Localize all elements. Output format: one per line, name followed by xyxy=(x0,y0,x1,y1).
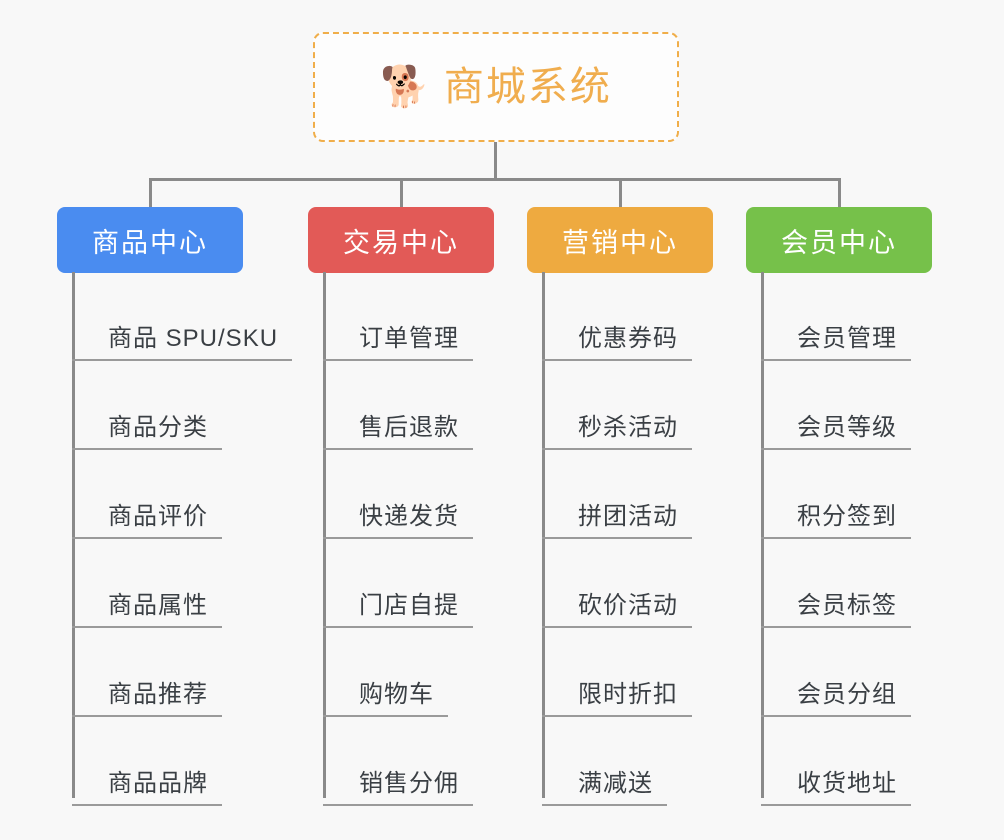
category-box-trade-center[interactable]: 交易中心 xyxy=(308,207,494,273)
leaf-item[interactable]: 商品 SPU/SKU xyxy=(72,272,293,361)
leaf-item[interactable]: 收货地址 xyxy=(761,717,911,806)
branch-drop-line-1 xyxy=(149,178,152,207)
category-label: 会员中心 xyxy=(781,227,897,258)
branch-drop-line-2 xyxy=(400,178,403,207)
leaf-item[interactable]: 售后退款 xyxy=(323,361,473,450)
leaf-label: 购物车 xyxy=(359,681,434,709)
leaf-item[interactable]: 商品推荐 xyxy=(72,628,222,717)
leaf-label: 快递发货 xyxy=(359,503,459,531)
branch-drop-line-3 xyxy=(619,178,622,207)
category-box-marketing-center[interactable]: 营销中心 xyxy=(527,207,713,273)
leaf-label: 会员分组 xyxy=(797,681,897,709)
leaf-item[interactable]: 砍价活动 xyxy=(542,539,692,628)
leaf-label: 商品 SPU/SKU xyxy=(108,325,279,353)
leaf-label: 商品属性 xyxy=(108,592,208,620)
leaf-item[interactable]: 商品分类 xyxy=(72,361,222,450)
leaf-label: 商品评价 xyxy=(108,503,208,531)
leaf-item[interactable]: 购物车 xyxy=(323,628,448,717)
leaf-item[interactable]: 积分签到 xyxy=(761,450,911,539)
leaf-item[interactable]: 会员分组 xyxy=(761,628,911,717)
leaf-spine xyxy=(761,272,764,798)
leaf-label: 满减送 xyxy=(578,770,653,798)
leaf-item[interactable]: 会员标签 xyxy=(761,539,911,628)
leaf-label: 积分签到 xyxy=(797,503,897,531)
leaf-spine xyxy=(323,272,326,798)
root-node-label: 商城系统 xyxy=(443,65,612,109)
leaf-label: 会员管理 xyxy=(797,325,897,353)
leaf-label: 拼团活动 xyxy=(578,503,678,531)
leaf-spine xyxy=(542,272,545,798)
leaf-item[interactable]: 满减送 xyxy=(542,717,667,806)
leaf-label: 会员等级 xyxy=(797,414,897,442)
leaf-label: 订单管理 xyxy=(359,325,459,353)
shiba-dog-face-icon: 🐕 xyxy=(380,65,430,109)
leaf-item[interactable]: 秒杀活动 xyxy=(542,361,692,450)
leaf-item[interactable]: 快递发货 xyxy=(323,450,473,539)
leaf-spine xyxy=(72,272,75,798)
leaf-label: 限时折扣 xyxy=(578,681,678,709)
leaf-label: 砍价活动 xyxy=(578,592,678,620)
leaf-item[interactable]: 拼团活动 xyxy=(542,450,692,539)
leaf-label: 门店自提 xyxy=(359,592,459,620)
leaf-label: 商品推荐 xyxy=(108,681,208,709)
root-drop-line xyxy=(494,142,497,180)
leaf-label: 商品品牌 xyxy=(108,770,208,798)
category-label: 商品中心 xyxy=(92,227,208,258)
leaf-item[interactable]: 优惠券码 xyxy=(542,272,692,361)
leaf-label: 秒杀活动 xyxy=(578,414,678,442)
leaf-item[interactable]: 商品属性 xyxy=(72,539,222,628)
category-box-product-center[interactable]: 商品中心 xyxy=(57,207,243,273)
leaf-item[interactable]: 限时折扣 xyxy=(542,628,692,717)
branch-drop-line-4 xyxy=(838,178,841,207)
leaf-item[interactable]: 商品评价 xyxy=(72,450,222,539)
leaf-label: 会员标签 xyxy=(797,592,897,620)
leaf-label: 售后退款 xyxy=(359,414,459,442)
leaf-label: 商品分类 xyxy=(108,414,208,442)
leaf-label: 销售分佣 xyxy=(359,770,459,798)
leaf-label: 收货地址 xyxy=(797,770,897,798)
level1-bus-line xyxy=(149,178,839,181)
leaf-item[interactable]: 会员等级 xyxy=(761,361,911,450)
leaf-item[interactable]: 商品品牌 xyxy=(72,717,222,806)
category-label: 交易中心 xyxy=(343,227,459,258)
category-label: 营销中心 xyxy=(562,227,678,258)
leaf-item[interactable]: 门店自提 xyxy=(323,539,473,628)
leaf-item[interactable]: 会员管理 xyxy=(761,272,911,361)
leaf-item[interactable]: 销售分佣 xyxy=(323,717,473,806)
leaf-label: 优惠券码 xyxy=(578,325,678,353)
leaf-item[interactable]: 订单管理 xyxy=(323,272,473,361)
root-node-shopping-mall-system[interactable]: 🐕 商城系统 xyxy=(313,32,679,142)
category-box-member-center[interactable]: 会员中心 xyxy=(746,207,932,273)
